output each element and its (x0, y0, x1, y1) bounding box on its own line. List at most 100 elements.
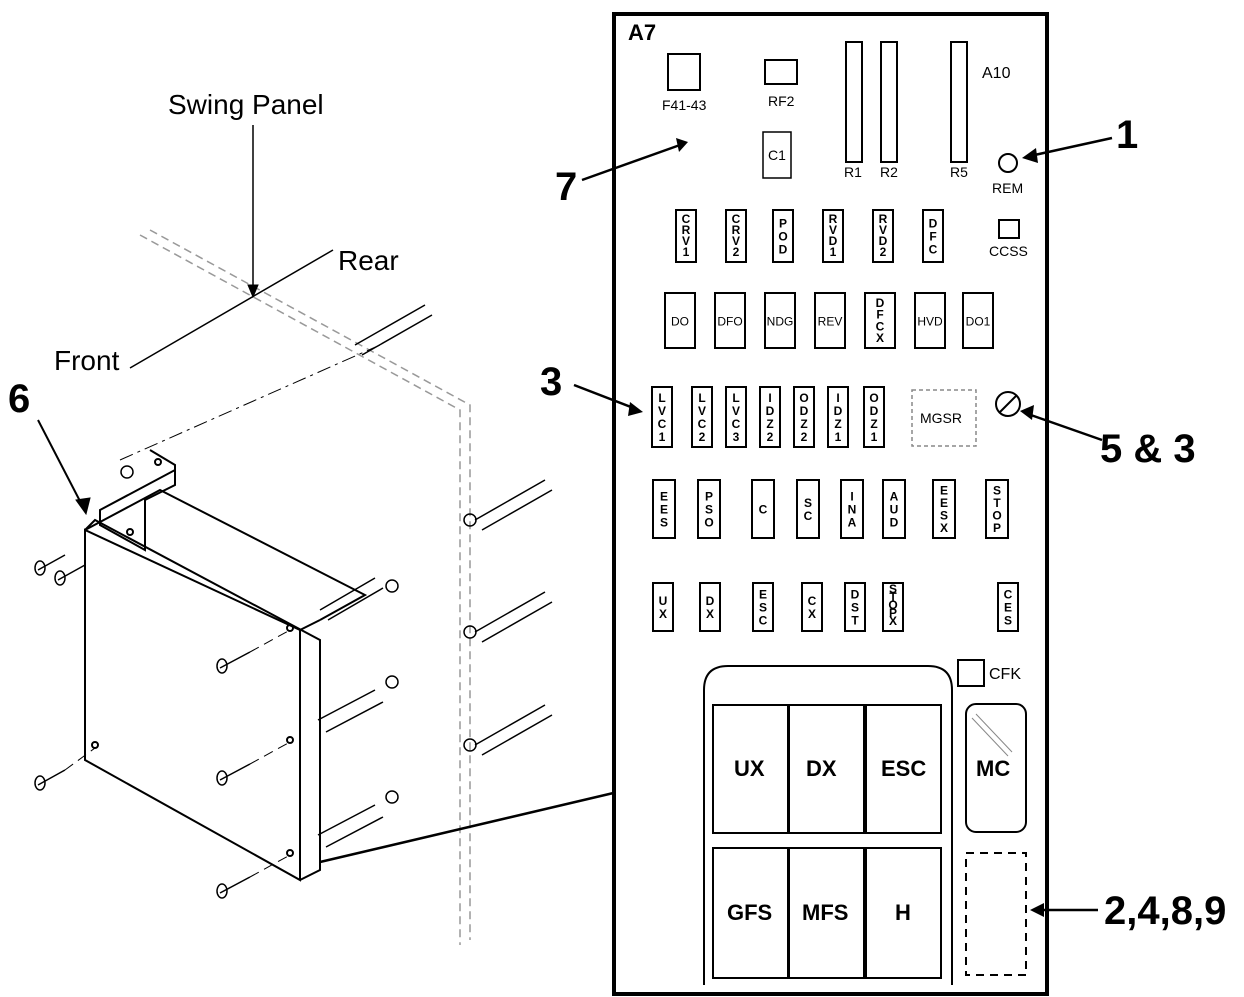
relay-label-char: R (829, 212, 838, 226)
large-dx-label: DX (806, 756, 837, 781)
panel-studs (354, 304, 553, 756)
relay-label-char: C (698, 417, 707, 431)
relay-label-char: E (1004, 601, 1012, 615)
board-a7: A7 F41-43 RF2 C1 R1 R2 R5 A10 REM CCSS C… (612, 12, 1049, 996)
relay-label-char: C (682, 212, 691, 226)
relay-label-char: I (836, 391, 839, 405)
relay-label-char: O (869, 391, 878, 405)
exploded-view (34, 125, 702, 945)
relay-label-char: 1 (830, 245, 837, 259)
relay-label-char: X (808, 607, 816, 621)
relay-label-char: D (890, 516, 899, 530)
relay-dst: DST (844, 582, 866, 632)
relay-label-char: D (834, 404, 843, 418)
relay-label-char: P (889, 606, 897, 620)
large-relays (712, 704, 942, 979)
relay-large-esc (865, 704, 942, 834)
relay-label-char: C (929, 243, 938, 257)
relay-label-char: I (768, 391, 771, 405)
relay-label-char: X (940, 521, 948, 535)
mc-contactor (965, 703, 1027, 833)
relay-label-char: P (705, 490, 713, 504)
r5-label: R5 (950, 164, 968, 180)
large-mfs-label: MFS (802, 900, 848, 925)
relay-label-char: T (993, 496, 1001, 510)
relay-label-char: C (658, 417, 667, 431)
relay-ndg: NDG (764, 292, 796, 349)
relay-label: REV (818, 315, 843, 329)
r5-resistor (950, 41, 968, 163)
relay-label-char: 1 (683, 245, 690, 259)
relay-large-ux (712, 704, 789, 834)
relay-label-char: L (698, 391, 705, 405)
callout-arrows (573, 136, 1113, 917)
relay-dfc: DFC (922, 209, 944, 263)
relay-label-char: S (804, 496, 812, 510)
mgsr-label: MGSR (920, 410, 962, 426)
relay-label-char: U (890, 503, 899, 517)
relay-dx: DX (699, 582, 721, 632)
relay-label-char: L (658, 391, 665, 405)
relay-do: DO (664, 292, 696, 349)
relay-label-char: T (889, 590, 897, 604)
rf2-block (764, 59, 798, 85)
relay-label-char: A (848, 516, 857, 530)
relay-label-char: X (876, 331, 884, 345)
relay-label-char: 2 (880, 245, 887, 259)
relay-label-char: E (940, 496, 948, 510)
relay-label-char: S (851, 601, 859, 615)
relay-label-char: O (888, 598, 897, 612)
relay-label-char: E (759, 588, 767, 602)
relay-label-char: 1 (871, 430, 878, 444)
relay-label-char: C (759, 503, 768, 517)
board-title: A7 (628, 20, 656, 45)
swing-panel-arrowhead (247, 284, 259, 299)
relay-label-char: O (992, 509, 1001, 523)
relay-label-char: X (889, 614, 897, 628)
mc-label: MC (976, 756, 1010, 781)
mgsr-outline (911, 389, 977, 447)
relay-large-mfs (788, 847, 865, 979)
large-h-label: H (895, 900, 911, 925)
relay-label-char: R (682, 223, 691, 237)
relay-label-char: 3 (733, 430, 740, 444)
callout-5-3: 5 & 3 (1100, 427, 1196, 471)
enclosure (84, 449, 368, 882)
cfk-label: CFK (989, 666, 1021, 683)
relay-label-char: I (850, 490, 853, 504)
relay-pod: POD (772, 209, 794, 263)
relay-label-char: S (705, 503, 713, 517)
relay-label-char: 2 (733, 245, 740, 259)
callout-6: 6 (8, 377, 30, 421)
relay-label-char: X (659, 607, 667, 621)
rf2-label: RF2 (768, 93, 795, 109)
relay-label-char: D (800, 404, 809, 418)
relay-label-char: C (1004, 588, 1013, 602)
relay-do1: DO1 (962, 292, 994, 349)
callout-1: 1 (1116, 113, 1138, 157)
relay-label-char: F (876, 308, 883, 322)
optional-slot (965, 852, 1027, 976)
relay-aud: AUD (882, 479, 906, 539)
relay-label-char: D (870, 404, 879, 418)
relay-label-char: D (779, 243, 788, 257)
relay-sc: SC (796, 479, 820, 539)
relay-label-char: C (732, 417, 741, 431)
relay-label-char: Z (766, 417, 773, 431)
ccss-switch (998, 219, 1020, 239)
relay-label: DO (671, 315, 689, 329)
large-ux-label: UX (734, 756, 765, 781)
f41-label: F41-43 (662, 97, 707, 113)
relay-label-char: V (698, 404, 706, 418)
relay-label-char: O (799, 391, 808, 405)
relay-label-char: 1 (835, 430, 842, 444)
